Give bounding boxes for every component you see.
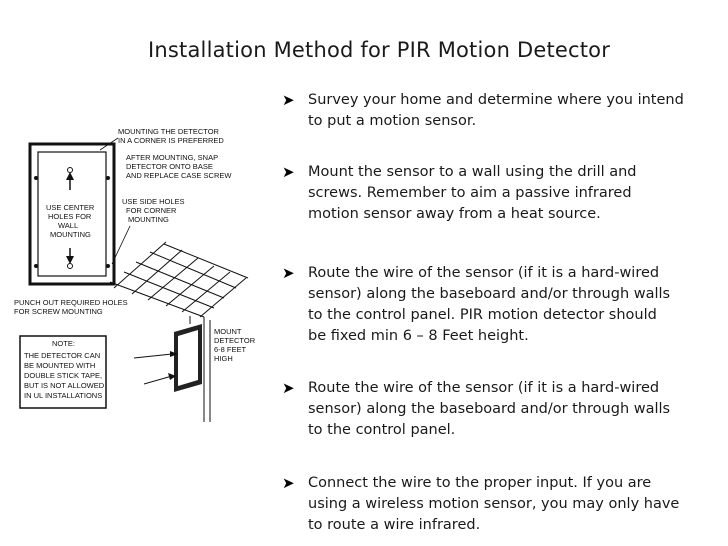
- corner-wall-drawing: [109, 241, 249, 422]
- detector-base-plate: [28, 142, 116, 286]
- note-body-line: IN UL INSTALLATIONS: [24, 391, 102, 400]
- note-body-line: BUT IS NOT ALLOWED: [24, 381, 105, 390]
- mount-note-line: HIGH: [214, 354, 233, 363]
- corner-note-line: MOUNTING THE DETECTOR: [118, 127, 220, 136]
- side-holes-line: FOR CORNER: [126, 206, 177, 215]
- bullet-item: ➤ Mount the sensor to a wall using the d…: [282, 162, 712, 225]
- mount-note-line: MOUNT: [214, 327, 242, 336]
- note-body-line: DOUBLE STICK TAPE,: [24, 371, 102, 380]
- punch-out-line: PUNCH OUT REQUIRED HOLES: [14, 298, 128, 307]
- arrow-bullet-icon: ➤: [282, 265, 295, 282]
- center-holes-line: MOUNTING: [50, 230, 91, 239]
- bullet-text: Mount the sensor to a wall using the dri…: [308, 164, 637, 222]
- bullet-text: Route the wire of the sensor (if it is a…: [308, 380, 671, 438]
- bullet-text: Connect the wire to the proper input. If…: [308, 475, 680, 533]
- punch-out-line: FOR SCREW MOUNTING: [14, 307, 103, 316]
- mounted-detector: [133, 316, 202, 392]
- center-holes-line: USE CENTER: [46, 203, 95, 212]
- note-box: NOTE: THE DETECTOR CAN BE MOUNTED WITH D…: [19, 335, 107, 409]
- bullet-text: Route the wire of the sensor (if it is a…: [308, 265, 671, 344]
- arrow-bullet-icon: ➤: [282, 475, 295, 492]
- mount-note-line: DETECTOR: [214, 336, 256, 345]
- bullet-item: ➤ Route the wire of the sensor (if it is…: [282, 378, 712, 441]
- note-body-line: THE DETECTOR CAN: [24, 351, 100, 360]
- note-body-line: BE MOUNTED WITH: [24, 361, 95, 370]
- snap-note-line: AFTER MOUNTING, SNAP: [126, 153, 218, 162]
- bullet-item: ➤ Survey your home and determine where y…: [282, 90, 712, 132]
- bullet-text: Survey your home and determine where you…: [308, 92, 684, 129]
- bullet-item: ➤ Connect the wire to the proper input. …: [282, 473, 712, 536]
- bullet-item: ➤ Route the wire of the sensor (if it is…: [282, 263, 712, 347]
- mount-note-line: 6-8 FEET: [214, 345, 247, 354]
- arrow-bullet-icon: ➤: [282, 164, 295, 181]
- arrow-bullet-icon: ➤: [282, 380, 295, 397]
- snap-note-line: AND REPLACE CASE SCREW: [126, 171, 232, 180]
- side-holes-line: USE SIDE HOLES: [122, 197, 185, 206]
- center-holes-line: WALL: [58, 221, 78, 230]
- arrow-bullet-icon: ➤: [282, 92, 295, 109]
- side-holes-line: MOUNTING: [128, 215, 169, 224]
- corner-note-line: IN A CORNER IS PREFERRED: [118, 136, 224, 145]
- slide-title: Installation Method for PIR Motion Detec…: [148, 38, 611, 62]
- center-holes-line: HOLES FOR: [48, 212, 92, 221]
- note-title: NOTE:: [52, 339, 75, 348]
- installation-illustration: MOUNTING THE DETECTOR IN A CORNER IS PRE…: [14, 127, 256, 422]
- snap-note-line: DETECTOR ONTO BASE: [126, 162, 213, 171]
